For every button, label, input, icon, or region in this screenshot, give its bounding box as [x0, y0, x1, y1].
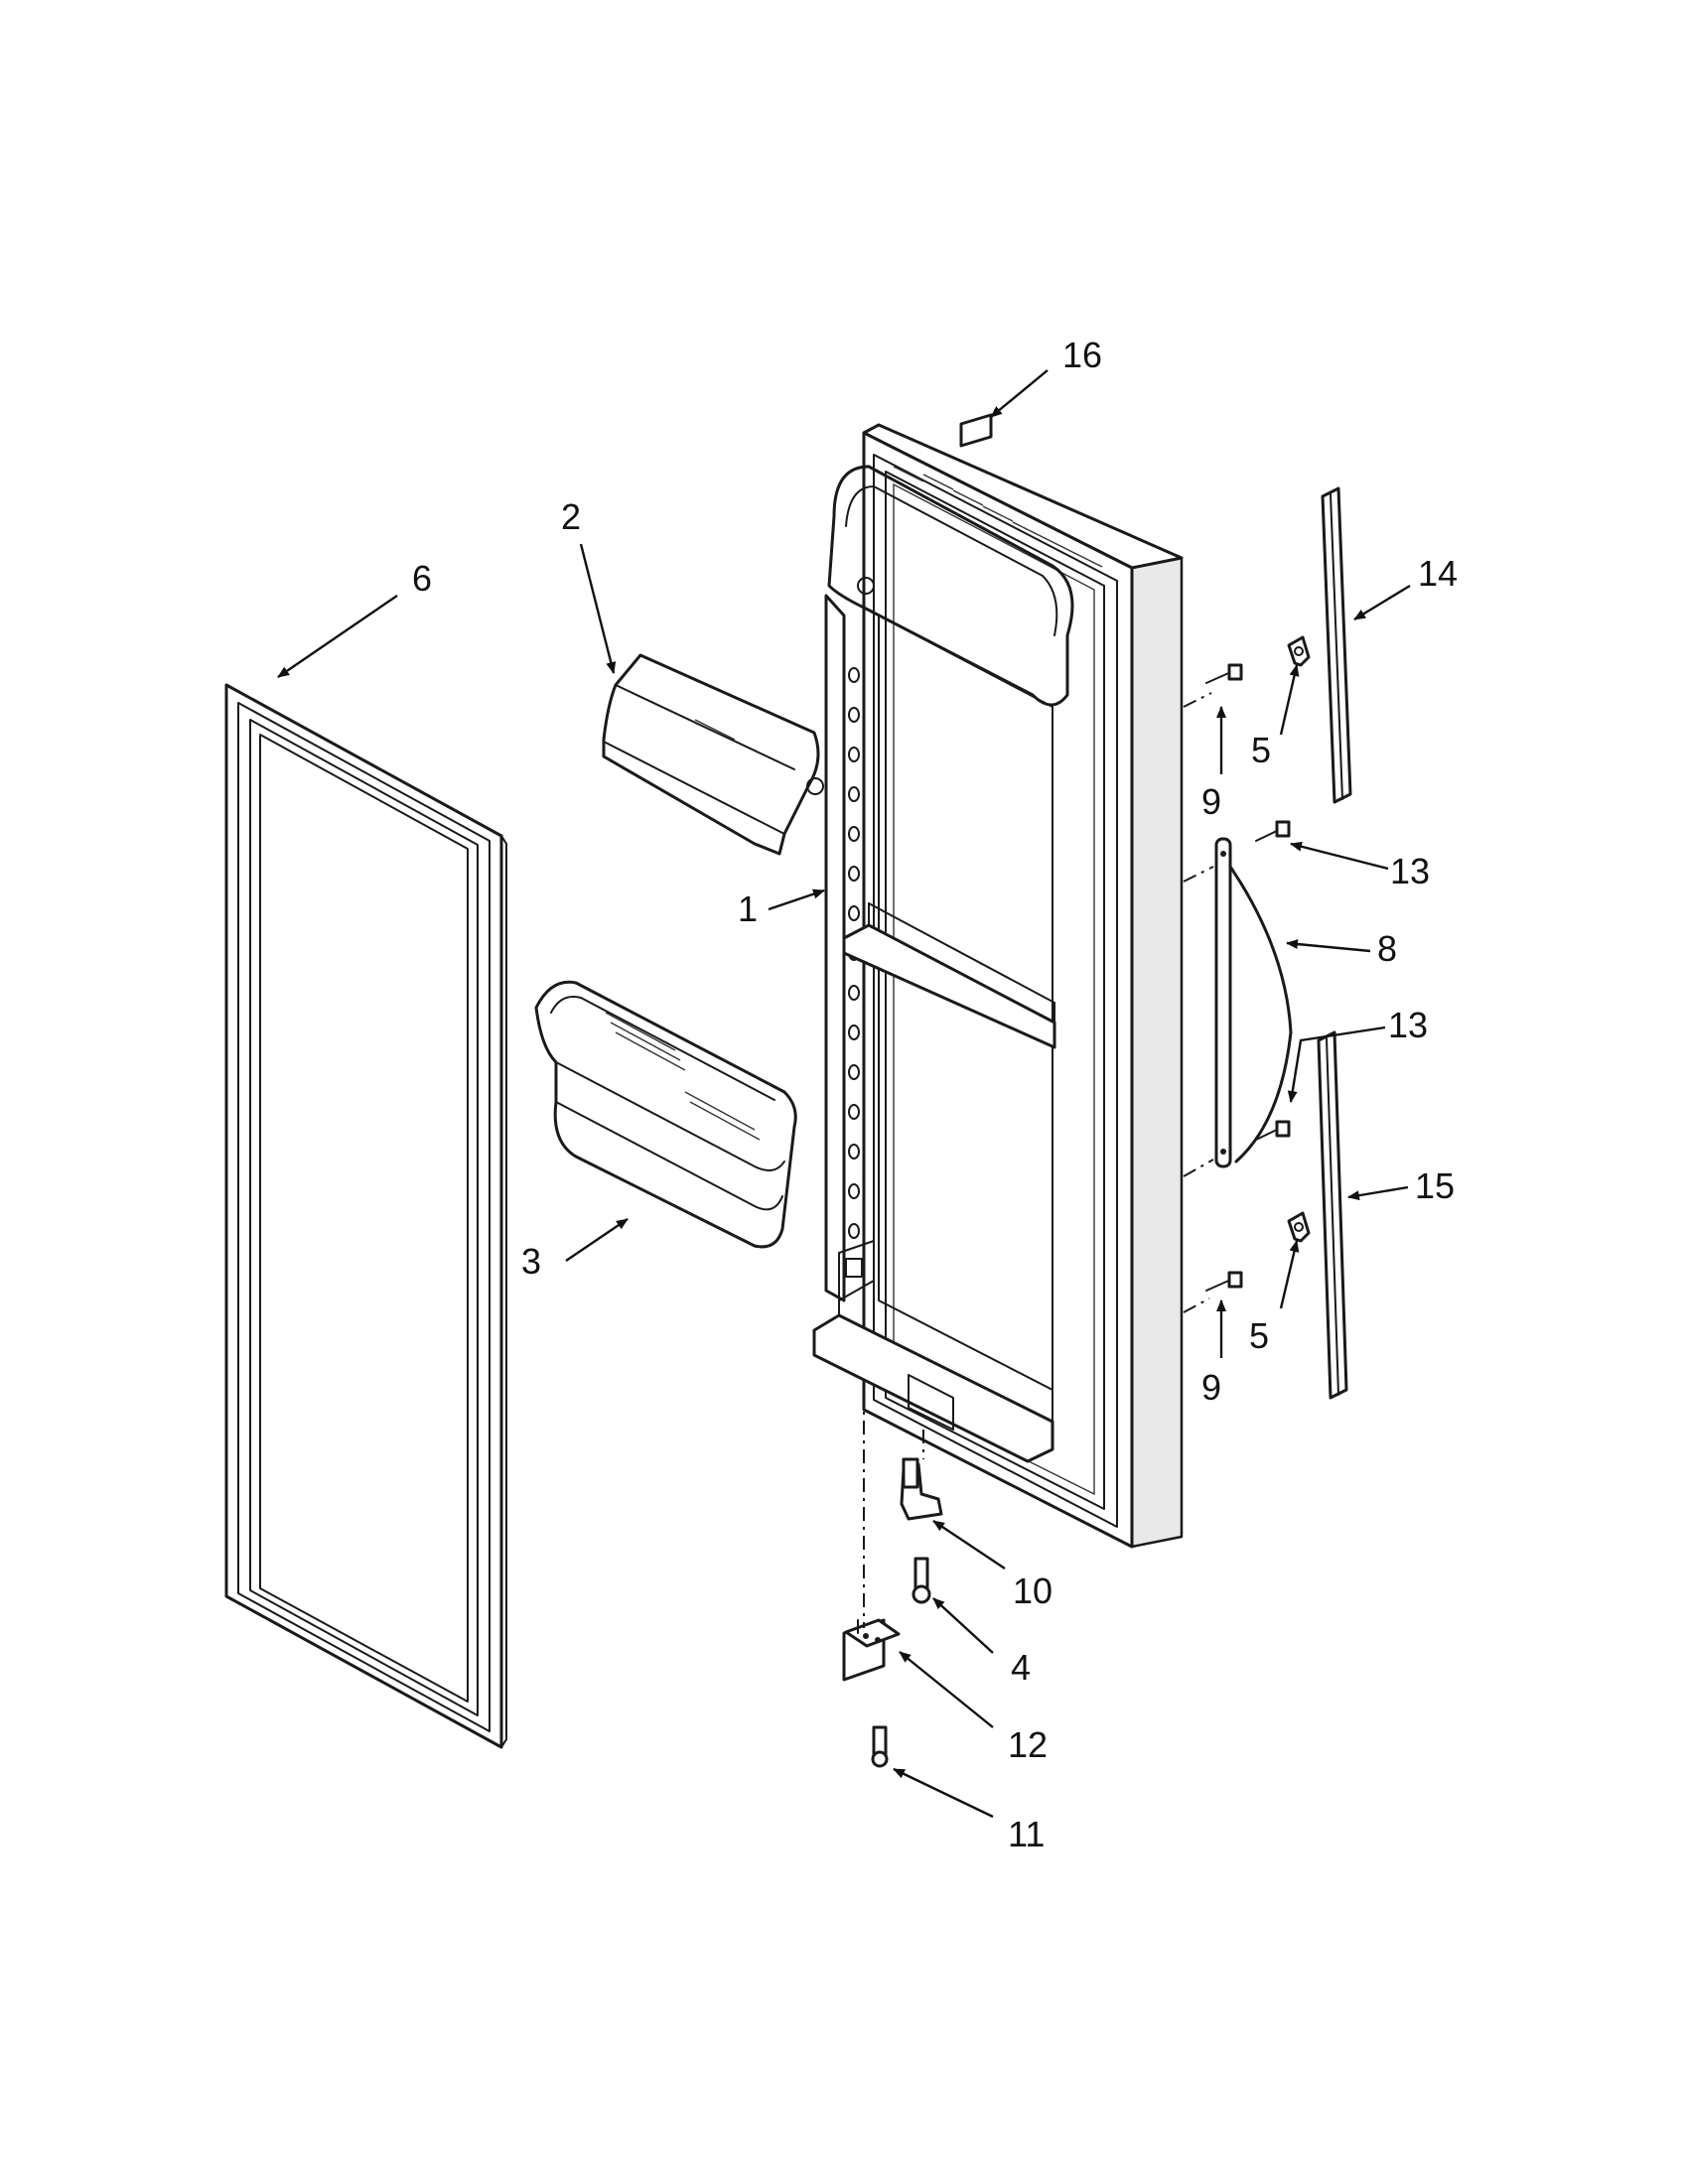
screw-9-bottom [1205, 1271, 1243, 1292]
callout-labels: 16 2 6 14 5 9 13 1 8 13 15 3 5 9 10 4 12… [412, 335, 1458, 1854]
callout-2: 2 [561, 496, 581, 537]
callout-9-bottom: 9 [1201, 1367, 1221, 1408]
callout-6: 6 [412, 558, 432, 599]
callout-5-bottom: 5 [1249, 1315, 1269, 1356]
label [959, 413, 993, 448]
callout-12: 12 [1008, 1724, 1048, 1765]
dairy-door [602, 653, 824, 856]
screw-13-bottom [1255, 1120, 1291, 1141]
screw-9-top [1205, 663, 1243, 684]
handle-clips [1287, 635, 1311, 1243]
callout-13-top: 13 [1390, 851, 1430, 891]
callout-1: 1 [738, 888, 758, 929]
hinge-bracket [842, 1618, 901, 1682]
callout-5-top: 5 [1251, 730, 1271, 770]
handle-screws [1183, 663, 1291, 1313]
door-handle [1214, 837, 1293, 1168]
trim-bottom [1317, 1030, 1348, 1400]
door-bin [534, 980, 797, 1249]
door-gasket [224, 683, 507, 1749]
callout-15: 15 [1415, 1165, 1455, 1206]
callout-16: 16 [1062, 335, 1102, 375]
callout-8: 8 [1377, 928, 1397, 969]
callout-11: 11 [1008, 1814, 1045, 1854]
screw-13-top [1255, 820, 1291, 842]
hinge-pin [900, 1457, 943, 1521]
bottom-screw [871, 1725, 889, 1768]
callout-4: 4 [1011, 1647, 1031, 1688]
callout-leaders [277, 369, 1411, 1819]
trim-top [1321, 486, 1352, 804]
callout-13-bottom: 13 [1388, 1005, 1428, 1045]
callout-10: 10 [1013, 1570, 1052, 1611]
callout-14: 14 [1418, 553, 1458, 594]
callout-3: 3 [521, 1241, 541, 1282]
hinge-screw [912, 1557, 931, 1604]
door-liner [812, 423, 1184, 1549]
callout-9-top: 9 [1201, 781, 1221, 822]
